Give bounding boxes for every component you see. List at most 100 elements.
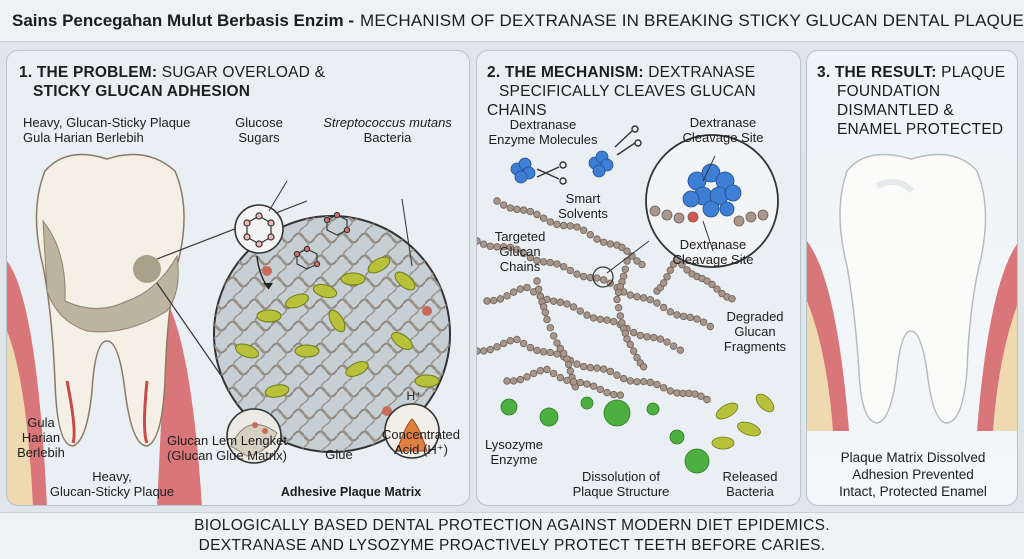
- label-enzyme-1: Dextranase: [509, 117, 577, 132]
- glucan-bead: [656, 335, 665, 343]
- glucan-bead: [583, 311, 591, 319]
- label-degraded-3: Fragments: [723, 339, 787, 354]
- label-glucose-2: Sugars: [238, 130, 280, 145]
- label-site-top: Dextranase Cleavage Site: [671, 115, 775, 145]
- label-gula-1: Gula: [27, 415, 55, 430]
- glucan-bead: [703, 395, 711, 404]
- glucan-bead: [506, 243, 515, 252]
- glucan-bead: [569, 303, 578, 311]
- glucan-bead: [513, 245, 521, 254]
- label-dissolution: Dissolution of Plaque Structure: [559, 469, 683, 499]
- panel2-title: 2. THE MECHANISM: DEXTRANASE SPECIFICALL…: [487, 63, 800, 120]
- glucan-bead: [708, 280, 716, 289]
- label-heavy-1: Heavy,: [92, 469, 132, 484]
- glucan-bead: [583, 380, 591, 388]
- glucan-bead: [728, 295, 736, 303]
- glucan-bead: [549, 332, 558, 340]
- glucan-bead: [633, 378, 641, 386]
- header-title: Sains Pencegahan Mulut Berbasis Enzim - …: [0, 0, 1024, 42]
- glucan-bead: [506, 204, 515, 212]
- glucan-bead: [556, 373, 565, 382]
- glucan-bead: [589, 314, 598, 322]
- glucan-bead: [686, 313, 695, 322]
- glucan-bead: [493, 197, 501, 205]
- label-gula: Gula Harian Berlebih: [17, 415, 65, 460]
- label-degraded-2: Glucan: [734, 324, 776, 339]
- footer-line-2: DEXTRANASE AND LYSOZYME PROACTIVELY PROT…: [198, 537, 826, 554]
- glucan-bead: [589, 382, 598, 390]
- glucan-bead: [666, 266, 675, 274]
- label-glucose: Glucose Sugars: [229, 115, 289, 145]
- glucan-bead: [629, 347, 638, 355]
- glucan-bead: [659, 279, 668, 287]
- label-site-bottom: Dextranase Cleavage Site: [661, 237, 765, 267]
- bone-healthy-right: [993, 306, 1017, 431]
- glucan-bead: [563, 376, 571, 385]
- panel2-title-line2: SPECIFICALLY CLEAVES GLUCAN CHAINS: [487, 83, 756, 119]
- panel3-title-line3: DISMANTLED &: [837, 102, 954, 119]
- glucan-bead: [573, 223, 581, 231]
- glucan-bead: [613, 371, 621, 379]
- glucan-bead: [633, 353, 641, 362]
- bacteria-cluster: [235, 256, 440, 398]
- label-released: Released Bacteria: [715, 469, 785, 499]
- glucan-bead: [526, 253, 535, 262]
- glucan-bead: [477, 347, 481, 355]
- label-targeted-1: Targeted: [494, 229, 546, 244]
- glucan-bead: [509, 377, 518, 385]
- glucan-bead: [609, 317, 618, 326]
- glucan-bead: [519, 249, 528, 258]
- glucan-bead: [666, 308, 675, 316]
- glucan-bead: [533, 277, 541, 285]
- bone-healthy-left: [807, 301, 833, 431]
- glucan-bead: [549, 369, 558, 378]
- glucan-bead: [563, 300, 571, 308]
- glucan-bead: [503, 377, 511, 385]
- glucan-bead: [543, 365, 551, 374]
- panel3-title-prefix: 3. THE RESULT:: [817, 64, 937, 81]
- glucan-bead: [529, 369, 538, 378]
- glucan-bead: [553, 339, 561, 347]
- plaque-spot: [133, 255, 161, 283]
- glucan-bead: [499, 339, 508, 348]
- glucan-bead: [599, 238, 608, 246]
- panel3-title-line2: FOUNDATION: [837, 83, 941, 100]
- panel2-title-prefix: 2. THE MECHANISM:: [487, 64, 644, 81]
- glucan-bead: [685, 389, 693, 398]
- glucan-bead: [479, 347, 488, 355]
- label-bacteria-1: Streptococcus mutans: [323, 115, 452, 130]
- glucan-bead: [579, 362, 588, 371]
- label-site-bottom-2: Cleavage Site: [672, 252, 754, 267]
- label-acid-2: Acid (H⁺): [394, 442, 448, 457]
- target-highlight: [592, 266, 614, 288]
- glucan-bead: [663, 273, 671, 281]
- glucan-bead: [706, 322, 715, 331]
- footer-line-1: BIOLOGICALLY BASED DENTAL PROTECTION AGA…: [194, 517, 830, 534]
- glucan-bead: [646, 378, 655, 387]
- glucan-bead: [678, 261, 686, 269]
- glucan-bead: [536, 367, 545, 375]
- plaque-coating: [42, 219, 179, 333]
- panel1-title: 1. THE PROBLEM: SUGAR OVERLOAD & STICKY …: [19, 63, 325, 101]
- decayed-tooth: [35, 153, 185, 447]
- glucan-bead: [564, 360, 573, 369]
- glucan-bead: [559, 221, 568, 230]
- released-bacteria: [711, 393, 775, 450]
- glucan-bead: [519, 206, 528, 214]
- panel-mechanism: 2. THE MECHANISM: DEXTRANASE SPECIFICALL…: [476, 50, 801, 506]
- label-gula-3: Berlebih: [17, 445, 65, 460]
- glucan-bead: [653, 299, 661, 307]
- label-heavy: Heavy, Glucan-Sticky Plaque: [37, 469, 187, 499]
- label-acid-1: Concentrated: [381, 427, 461, 442]
- label-released-1: Released: [722, 469, 778, 484]
- glucan-bead: [693, 315, 701, 323]
- glucan-bead: [483, 297, 491, 305]
- glucan-bead: [639, 377, 648, 386]
- glucan-bead: [523, 283, 531, 292]
- panel1-title-line1: SUGAR OVERLOAD &: [161, 64, 326, 81]
- glucan-bead: [516, 285, 525, 293]
- enzyme-cluster-detail: [682, 163, 742, 218]
- glucan-bead: [673, 389, 681, 397]
- glucan-bead: [593, 274, 601, 282]
- healthy-tooth: [839, 153, 987, 424]
